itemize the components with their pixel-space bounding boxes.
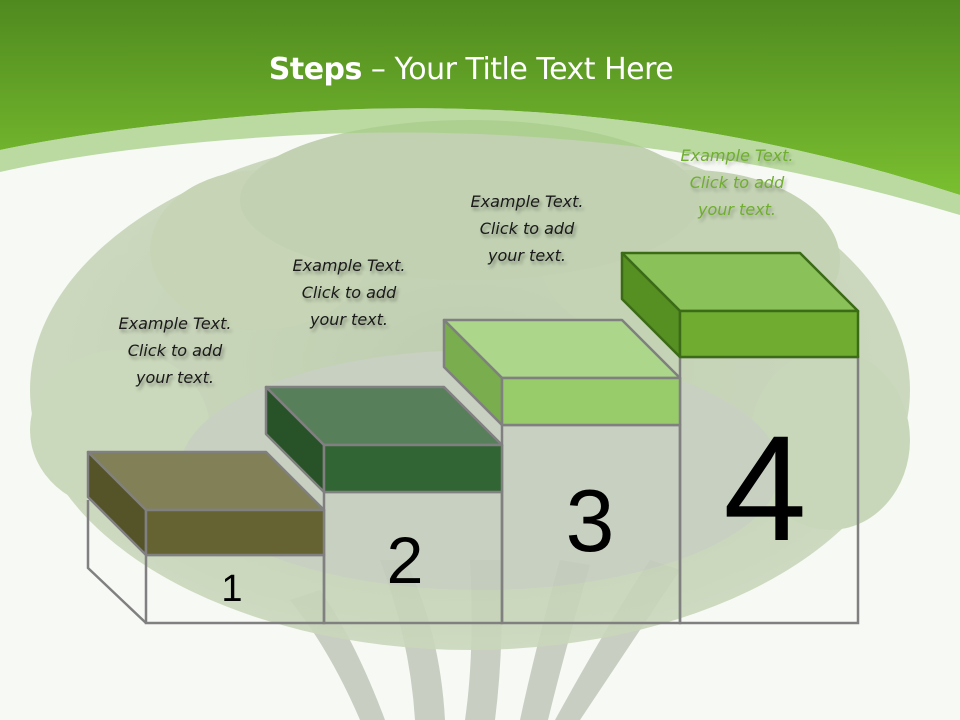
caption-line: Click to add bbox=[479, 219, 575, 238]
step-3-block[interactable] bbox=[442, 318, 682, 427]
slide-title[interactable]: Steps – Your Title Text Here bbox=[0, 52, 942, 87]
step-2-number: 2 bbox=[386, 523, 424, 597]
banner-arc bbox=[0, 108, 960, 215]
step-3-number: 3 bbox=[565, 471, 615, 570]
block-front-face bbox=[322, 443, 504, 494]
block-front-face bbox=[144, 508, 326, 557]
title-banner bbox=[0, 0, 960, 195]
caption-line: Click to add bbox=[127, 341, 223, 360]
caption-line: Click to add bbox=[689, 173, 785, 192]
step-4-number: 4 bbox=[723, 404, 807, 572]
caption-line: Example Text. bbox=[118, 314, 232, 333]
caption-line: Example Text. bbox=[680, 146, 794, 165]
caption-line: Example Text. bbox=[292, 256, 406, 275]
title-bold: Steps bbox=[268, 52, 363, 87]
step-2-block[interactable] bbox=[264, 385, 504, 494]
step-4-block[interactable] bbox=[620, 251, 860, 359]
step-3-caption[interactable]: Example Text. Click to add your text. bbox=[427, 188, 627, 269]
block-front-face bbox=[678, 309, 860, 359]
step-1-caption[interactable]: Example Text. Click to add your text. bbox=[75, 310, 275, 391]
step-2-caption[interactable]: Example Text. Click to add your text. bbox=[249, 252, 449, 333]
title-rest: – Your Title Text Here bbox=[361, 52, 674, 87]
step-1-number: 1 bbox=[221, 568, 243, 610]
block-front-face bbox=[500, 376, 682, 427]
step-4-caption[interactable]: Example Text. Click to add your text. bbox=[637, 142, 837, 223]
caption-line: your text. bbox=[135, 368, 214, 387]
step-1-left-side bbox=[86, 500, 147, 624]
caption-line: Example Text. bbox=[470, 192, 584, 211]
step-1-block[interactable] bbox=[86, 450, 326, 557]
caption-line: your text. bbox=[309, 310, 388, 329]
caption-line: Click to add bbox=[301, 283, 397, 302]
caption-line: your text. bbox=[697, 200, 776, 219]
caption-line: your text. bbox=[487, 246, 566, 265]
